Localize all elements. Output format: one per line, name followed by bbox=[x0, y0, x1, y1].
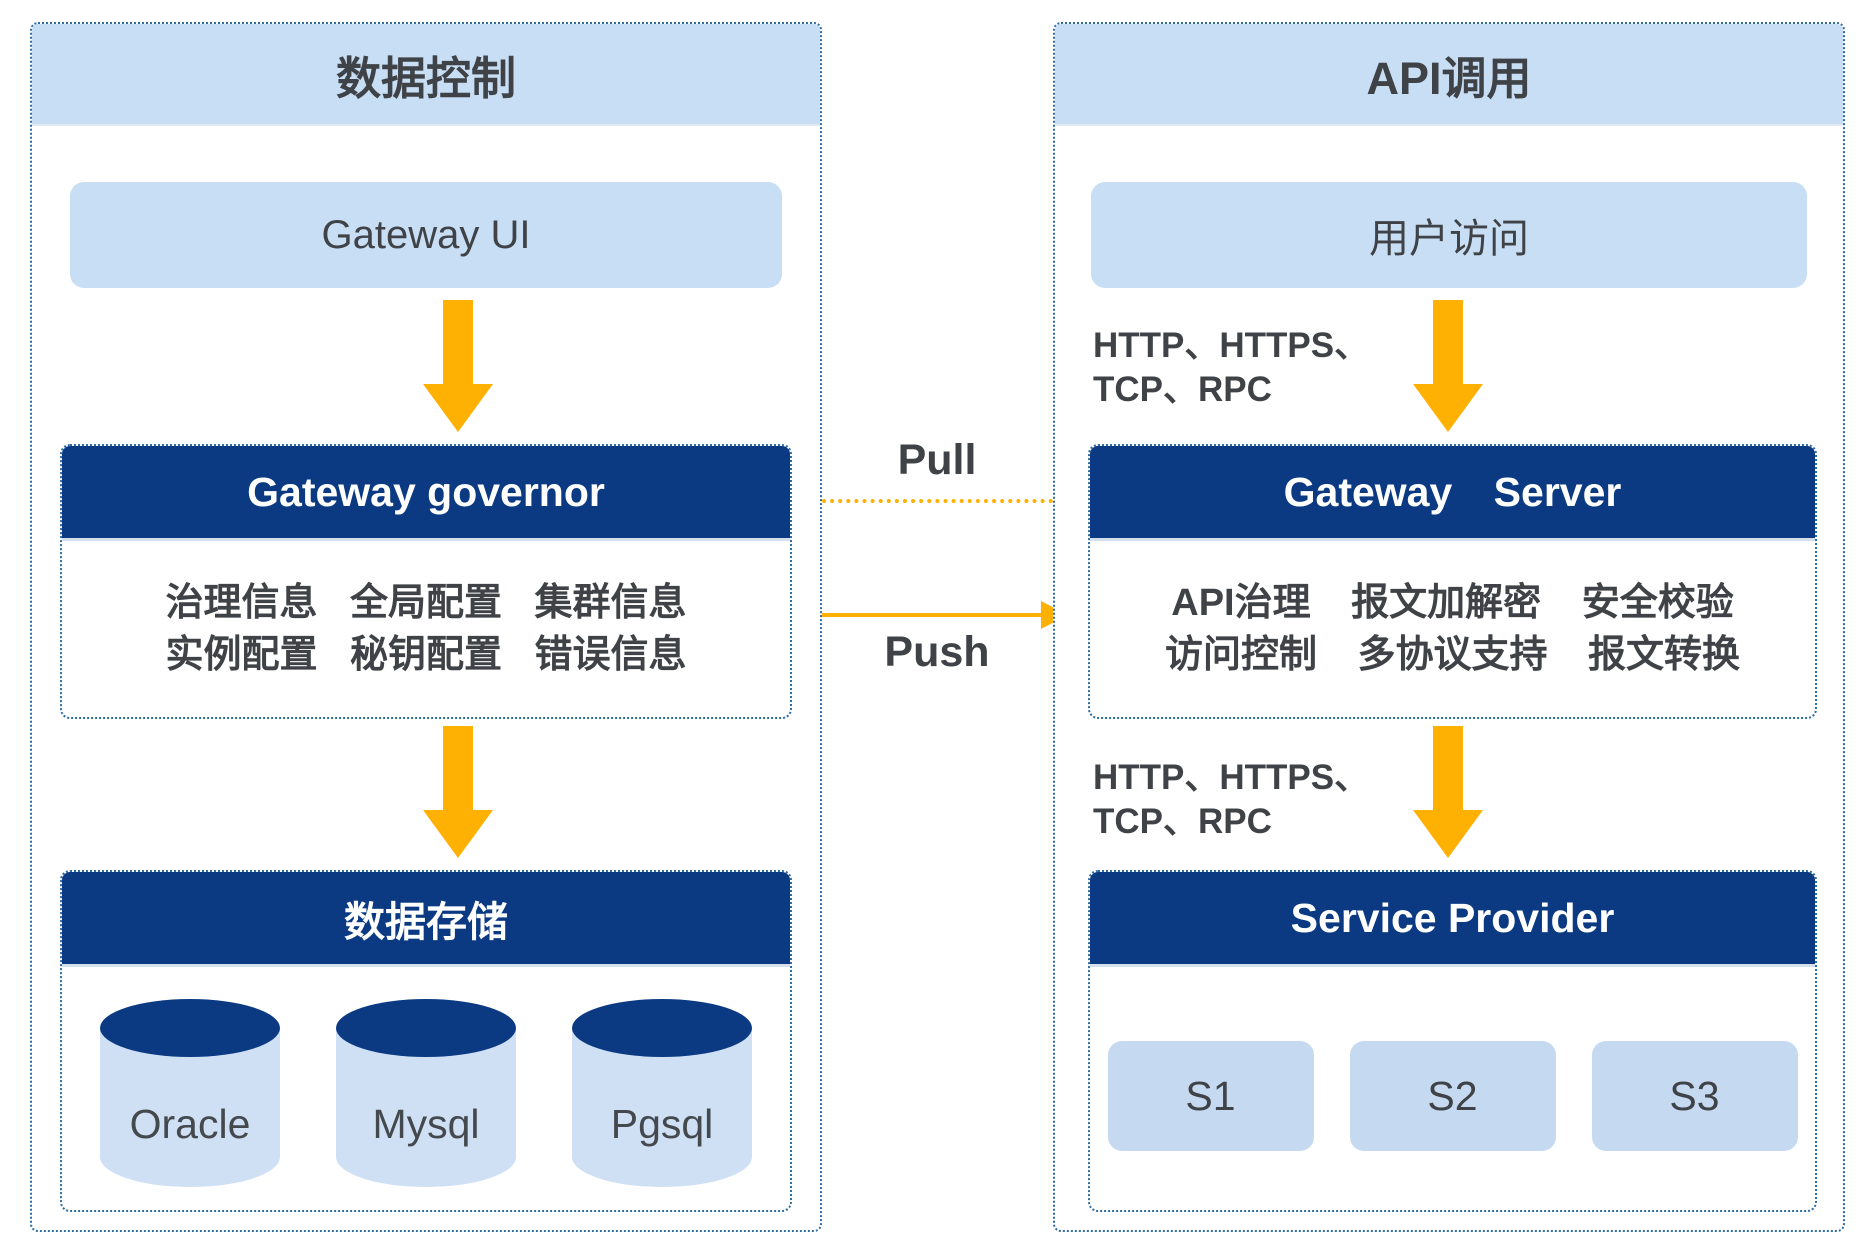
cylinder-top-icon bbox=[572, 999, 752, 1057]
database-label: Oracle bbox=[129, 1101, 251, 1147]
cylinder-body: Mysql bbox=[336, 1028, 516, 1187]
gateway-ui-label: Gateway UI bbox=[321, 212, 531, 257]
service-row: S1 S2 S3 bbox=[1090, 1041, 1815, 1151]
service-label: S3 bbox=[1669, 1072, 1720, 1119]
arrow-shaft bbox=[1433, 726, 1463, 810]
service-label: S2 bbox=[1427, 1072, 1478, 1119]
governor-feature-row: 治理信息 全局配置 集群信息 bbox=[165, 582, 687, 624]
arrow-head bbox=[423, 810, 493, 858]
gateway-server-box: Gateway Server API治理 报文加解密 安全校验 访问控制 多协议… bbox=[1088, 444, 1817, 719]
gateway-governor-features: 治理信息 全局配置 集群信息 实例配置 秘钥配置 错误信息 bbox=[62, 541, 790, 717]
governor-feature-row: 实例配置 秘钥配置 错误信息 bbox=[165, 634, 687, 676]
gateway-server-title: Gateway Server bbox=[1090, 446, 1815, 541]
user-access-box: 用户访问 bbox=[1091, 182, 1807, 288]
database-cylinder-oracle: Oracle bbox=[100, 999, 280, 1187]
arrow-head bbox=[1413, 384, 1483, 432]
down-arrow-icon bbox=[1413, 300, 1483, 432]
cylinder-top-icon bbox=[336, 999, 516, 1057]
user-access-label: 用户访问 bbox=[1369, 217, 1529, 261]
protocols-line: TCP、RPC bbox=[1093, 370, 1272, 409]
protocols-line: TCP、RPC bbox=[1093, 802, 1272, 841]
gateway-governor-box: Gateway governor 治理信息 全局配置 集群信息 实例配置 秘钥配… bbox=[60, 444, 792, 719]
arrow-shaft bbox=[443, 300, 473, 384]
api-call-panel-title: API调用 bbox=[1055, 24, 1843, 126]
protocols-label-bottom: HTTP、HTTPS、 TCP、RPC bbox=[1093, 756, 1369, 844]
database-cylinder-pgsql: Pgsql bbox=[572, 999, 752, 1187]
data-control-panel: 数据控制 Gateway UI Gateway governor 治理信息 全局… bbox=[30, 22, 822, 1232]
cylinder-top-icon bbox=[100, 999, 280, 1057]
arrow-shaft bbox=[1433, 300, 1463, 384]
database-row: Oracle Mysql Pgsql bbox=[62, 999, 790, 1187]
push-solid-line bbox=[822, 613, 1043, 617]
arrow-shaft bbox=[443, 726, 473, 810]
service-box-s1: S1 bbox=[1107, 1041, 1314, 1151]
gateway-governor-title: Gateway governor bbox=[62, 446, 790, 541]
gateway-ui-box: Gateway UI bbox=[70, 182, 782, 288]
data-control-panel-title: 数据控制 bbox=[32, 24, 820, 126]
data-storage-title: 数据存储 bbox=[62, 872, 790, 967]
service-box-s2: S2 bbox=[1349, 1041, 1556, 1151]
down-arrow-icon bbox=[1413, 726, 1483, 858]
arrow-head bbox=[1413, 810, 1483, 858]
service-box-s3: S3 bbox=[1591, 1041, 1798, 1151]
gateway-server-features: API治理 报文加解密 安全校验 访问控制 多协议支持 报文转换 bbox=[1090, 541, 1815, 717]
protocols-line: HTTP、HTTPS、 bbox=[1093, 758, 1370, 797]
database-label: Mysql bbox=[372, 1101, 480, 1147]
api-call-panel: API调用 用户访问 HTTP、HTTPS、 TCP、RPC Gateway S… bbox=[1053, 22, 1845, 1232]
pull-dotted-line bbox=[822, 499, 1053, 503]
down-arrow-icon bbox=[423, 726, 493, 858]
protocols-label-top: HTTP、HTTPS、 TCP、RPC bbox=[1093, 324, 1369, 412]
arrow-head bbox=[423, 384, 493, 432]
service-provider-title: Service Provider bbox=[1090, 872, 1815, 967]
database-cylinder-mysql: Mysql bbox=[336, 999, 516, 1187]
service-label: S1 bbox=[1185, 1072, 1236, 1119]
push-label: Push bbox=[884, 628, 990, 676]
server-feature-row: API治理 报文加解密 安全校验 bbox=[1171, 582, 1734, 624]
server-feature-row: 访问控制 多协议支持 报文转换 bbox=[1164, 634, 1741, 676]
service-provider-box: Service Provider S1 S2 S3 bbox=[1088, 870, 1817, 1212]
database-label: Pgsql bbox=[610, 1101, 714, 1147]
down-arrow-icon bbox=[423, 300, 493, 432]
data-storage-box: 数据存储 Oracle Mysql Pgsql bbox=[60, 870, 792, 1212]
protocols-line: HTTP、HTTPS、 bbox=[1093, 326, 1370, 365]
pull-label: Pull bbox=[897, 436, 977, 484]
